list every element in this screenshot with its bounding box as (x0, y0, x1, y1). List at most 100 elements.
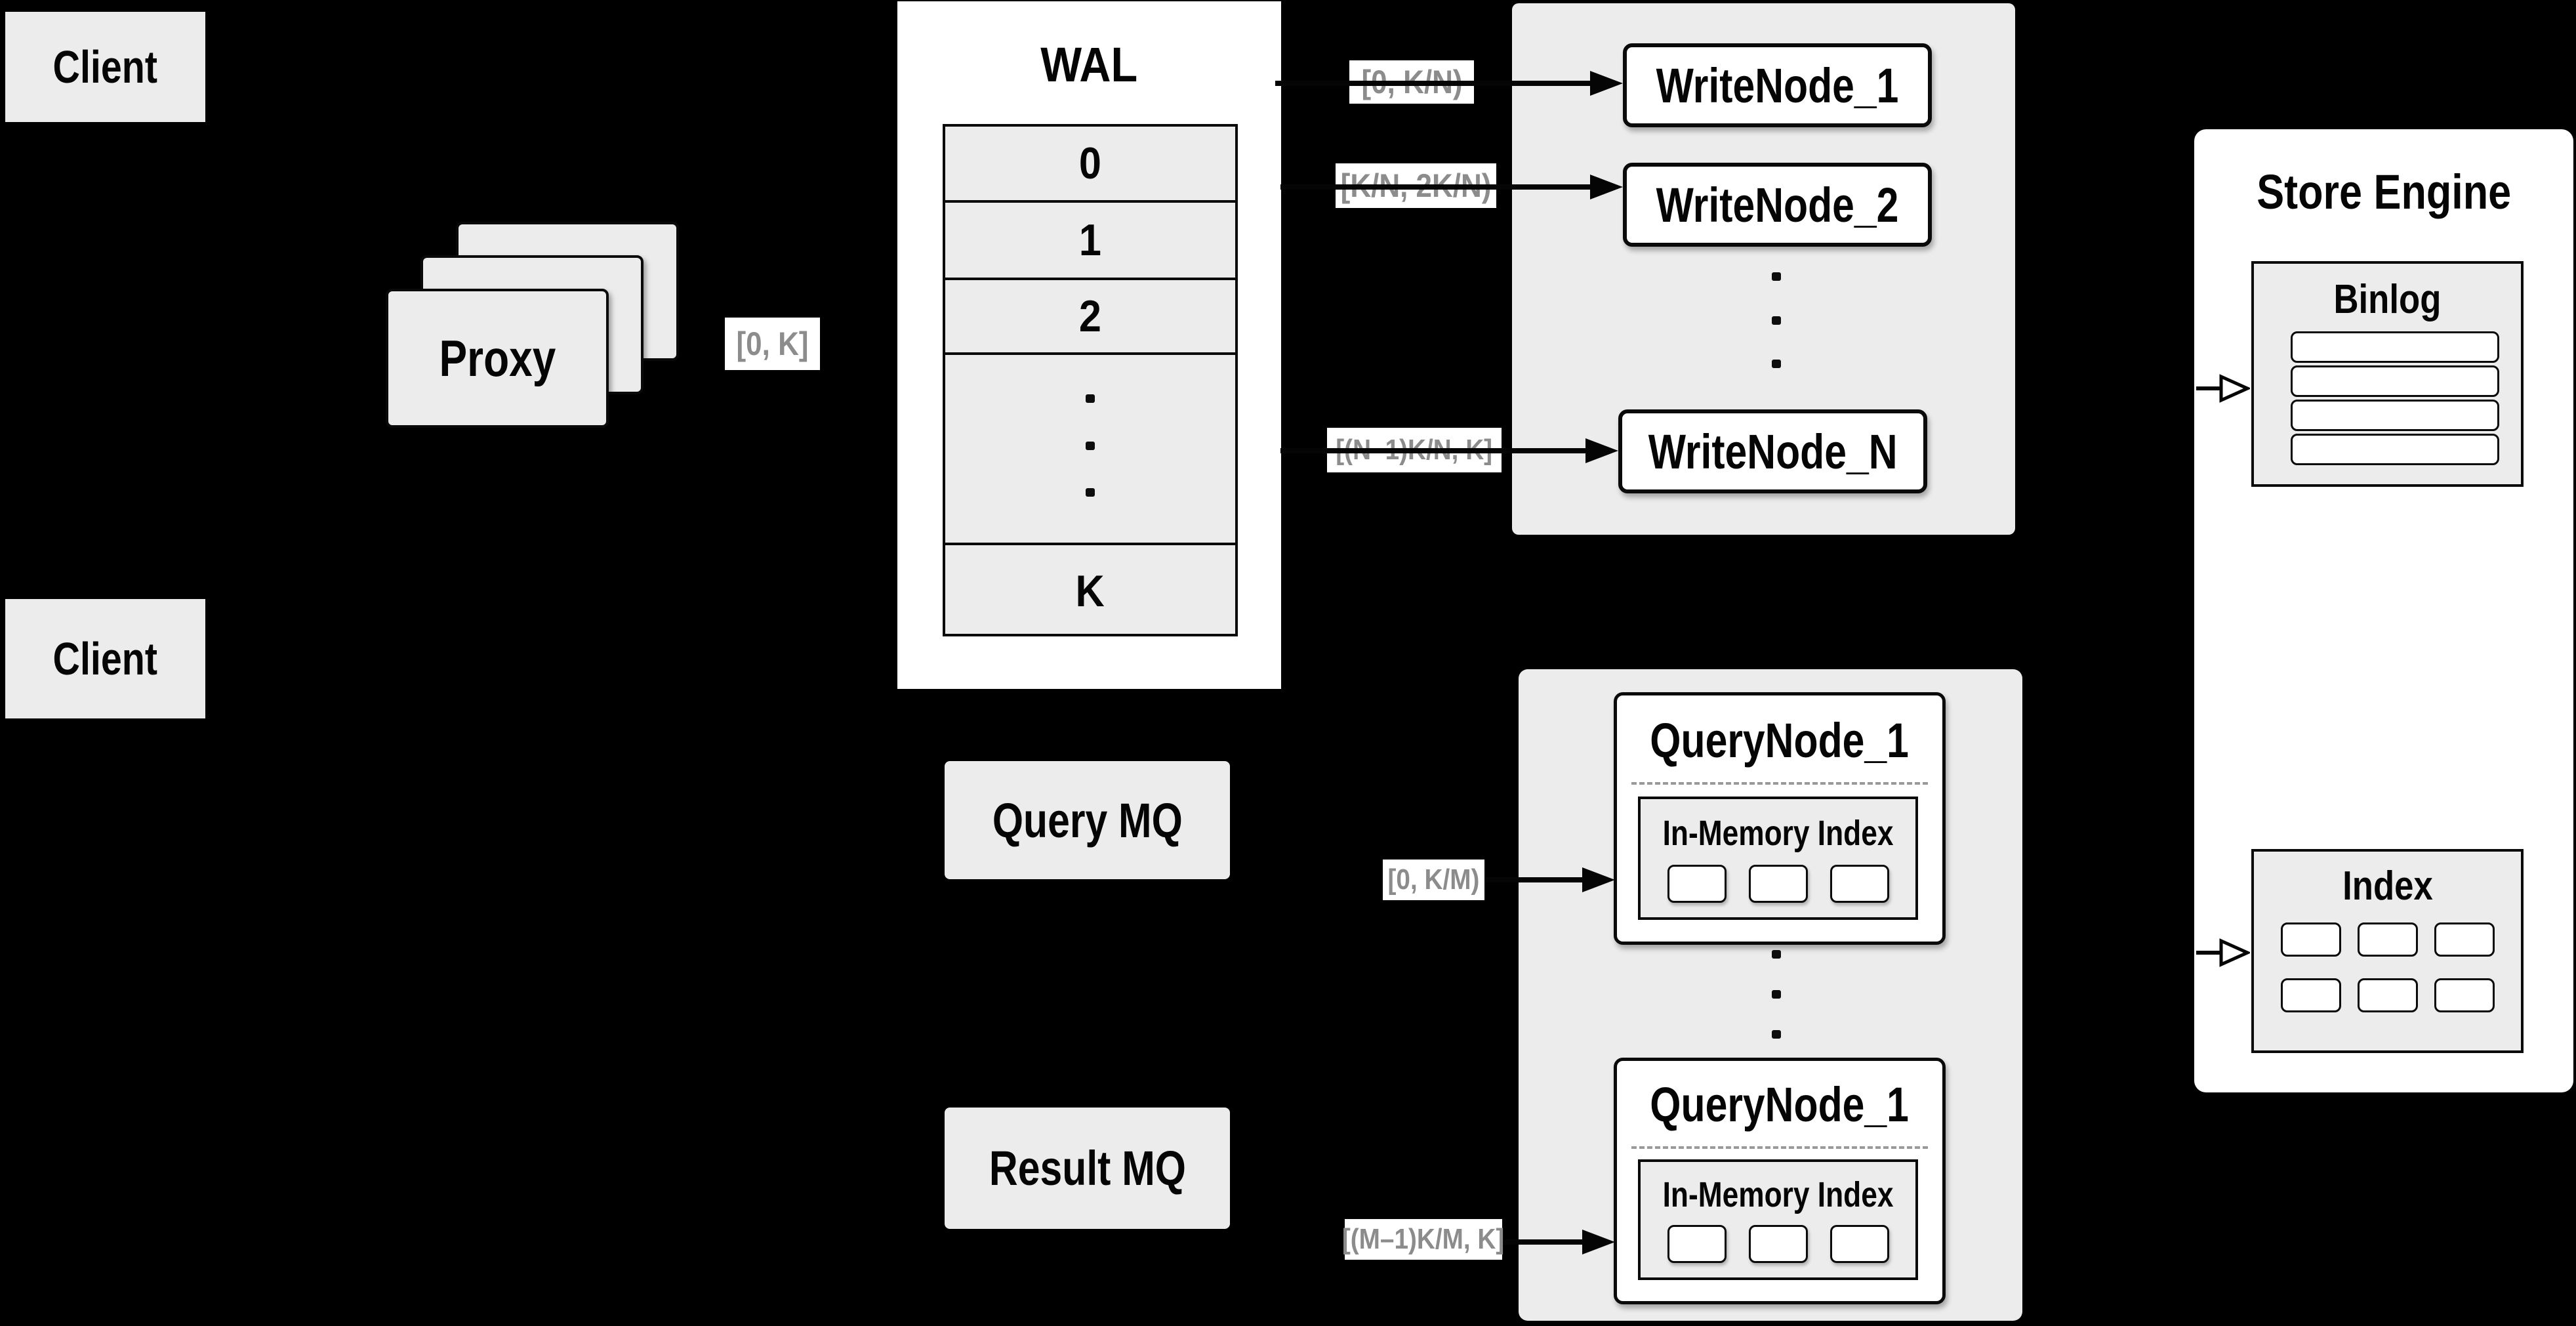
writenode-1: WriteNode_1 (1623, 43, 1932, 127)
arrow-to-index (2196, 938, 2250, 967)
proxy-range-label: [0, K] (736, 325, 809, 362)
dot (1772, 316, 1781, 325)
wal-slot-2: 2 (945, 280, 1235, 352)
arrow-to-querynode-m (1503, 1230, 1615, 1254)
index-cell (2280, 978, 2341, 1012)
range-chip-querynode-m-label: [(M–1)K/M, K] (1342, 1223, 1505, 1255)
index-title: Index (2342, 863, 2433, 909)
binlog-row (2291, 400, 2499, 431)
wal-slot-k: K (945, 545, 1235, 636)
wal-slot-table: 0 1 2 K (943, 124, 1238, 636)
binlog-row (2291, 365, 2499, 397)
index-box: Index (2251, 849, 2524, 1053)
in-memory-index-1: In-Memory Index (1638, 797, 1918, 920)
client-top-node: Client (5, 12, 205, 122)
range-chip-querynode-1-label: [0, K/M) (1387, 863, 1480, 896)
range-chip-querynode-1: [0, K/M) (1383, 860, 1484, 900)
arrow-to-writenode-2 (1280, 175, 1623, 199)
wal-title: WAL (1040, 37, 1138, 92)
binlog-box: Binlog (2251, 261, 2524, 487)
store-engine-title: Store Engine (2257, 164, 2511, 219)
dot (1772, 1030, 1781, 1039)
wal-row-divider (945, 200, 1235, 203)
querynode-1-label: QueryNode_1 (1650, 713, 1910, 768)
in-memory-index-m-title: In-Memory Index (1662, 1175, 1894, 1214)
querynode-ellipsis-icon (1772, 950, 1781, 1039)
proxy-label: Proxy (439, 329, 556, 387)
wal-slot-0-label: 0 (1078, 138, 1102, 188)
index-cell (2357, 978, 2418, 1012)
query-mq-label: Query MQ (992, 793, 1183, 848)
writenode-n: WriteNode_N (1618, 409, 1927, 493)
proxy-node: Proxy (386, 289, 609, 428)
binlog-rows (2291, 331, 2499, 465)
dot (1086, 488, 1095, 497)
wal-row-divider (945, 543, 1235, 545)
wal-slot-0: 0 (945, 127, 1235, 200)
store-engine-title-row: Store Engine (2194, 159, 2573, 224)
arrow-to-binlog (2196, 374, 2250, 403)
writenode-ellipsis-icon (1772, 272, 1781, 368)
querynode-m-title-row: QueryNode_1 (1617, 1070, 1942, 1138)
querynode-1-divider (1631, 782, 1928, 785)
wal-row-divider (945, 352, 1235, 355)
dot (1772, 950, 1781, 959)
binlog-row (2291, 434, 2499, 465)
dot (1772, 990, 1781, 999)
wal-ellipsis-icon (1086, 394, 1095, 497)
dot (1086, 394, 1095, 403)
arrow-to-writenode-1 (1275, 71, 1623, 96)
wal-slot-1-label: 1 (1078, 215, 1102, 265)
wal-slot-k-label: K (1075, 566, 1105, 616)
memory-segment (1830, 1225, 1889, 1263)
querynode-1: QueryNode_1 In-Memory Index (1614, 692, 1946, 945)
index-cell (2434, 978, 2495, 1012)
proxy-range-chip: [0, K] (725, 318, 820, 370)
index-cells-row-2 (2254, 978, 2521, 1012)
binlog-title: Binlog (2333, 276, 2442, 322)
memory-segment (1748, 1225, 1808, 1263)
query-mq-node: Query MQ (945, 761, 1230, 879)
memory-segment (1830, 865, 1889, 903)
index-cell (2280, 922, 2341, 957)
wal-slot-2-label: 2 (1078, 291, 1102, 341)
querynode-m: QueryNode_1 In-Memory Index (1614, 1058, 1946, 1304)
wal-slot-1: 1 (945, 203, 1235, 278)
writenode-2-label: WriteNode_2 (1656, 177, 1899, 232)
in-memory-index-1-title: In-Memory Index (1662, 814, 1894, 853)
writenode-1-label: WriteNode_1 (1656, 58, 1899, 113)
binlog-title-row: Binlog (2254, 272, 2521, 327)
client-bottom-label: Client (52, 633, 158, 684)
binlog-row (2291, 331, 2499, 363)
dot (1772, 360, 1781, 368)
client-bottom-node: Client (5, 599, 205, 718)
memory-segment (1748, 865, 1808, 903)
querynode-1-title-row: QueryNode_1 (1617, 706, 1942, 774)
dot (1086, 441, 1095, 450)
in-memory-index-m: In-Memory Index (1638, 1159, 1918, 1280)
arrow-to-writenode-n (1280, 438, 1618, 463)
dot (1772, 272, 1781, 281)
result-mq-node: Result MQ (945, 1108, 1230, 1229)
in-memory-index-m-title-row: In-Memory Index (1641, 1169, 1915, 1221)
wal-row-divider (945, 278, 1235, 280)
index-cell (2434, 922, 2495, 957)
wal-title-row: WAL (897, 33, 1281, 96)
index-title-row: Index (2254, 858, 2521, 913)
in-memory-index-1-cells (1641, 865, 1915, 903)
memory-segment (1667, 865, 1727, 903)
in-memory-index-1-title-row: In-Memory Index (1641, 807, 1915, 860)
range-chip-querynode-m: [(M–1)K/M, K] (1342, 1219, 1505, 1260)
result-mq-label: Result MQ (989, 1141, 1186, 1195)
querynode-m-label: QueryNode_1 (1650, 1077, 1910, 1132)
writenode-2: WriteNode_2 (1623, 163, 1932, 247)
arrow-to-querynode-1 (1486, 867, 1615, 892)
memory-segment (1667, 1225, 1727, 1263)
client-top-label: Client (52, 41, 158, 93)
wal-panel: WAL 0 1 2 K (897, 1, 1281, 689)
in-memory-index-m-cells (1641, 1225, 1915, 1263)
store-engine-panel: Store Engine Binlog Index (2194, 129, 2573, 1092)
index-cell (2357, 922, 2418, 957)
index-cells-row-1 (2254, 922, 2521, 957)
